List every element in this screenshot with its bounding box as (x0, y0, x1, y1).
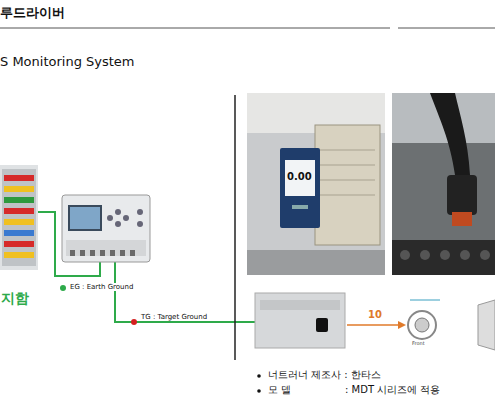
subtitle: S Monitoring System (0, 55, 135, 70)
spec-note: : MDT 시리즈에 적용 (345, 384, 440, 396)
ground-label: EG : Earth Ground (70, 283, 133, 291)
cabinet-heading: 지함 (1, 290, 29, 306)
display-value: 0.00 (287, 171, 312, 183)
resistance-value: 10 (368, 309, 382, 321)
slide-title: 루드라이버 (0, 6, 65, 21)
view-label: Front (412, 341, 425, 347)
cabinet-picture (0, 165, 38, 270)
spec-note: 모 델 (268, 384, 291, 396)
ground-label: TG : Target Ground (141, 313, 207, 321)
spec-note: 너트러너 제조사 : 한타스 (268, 369, 381, 381)
cabinet-photo: 지함 (0, 165, 38, 270)
